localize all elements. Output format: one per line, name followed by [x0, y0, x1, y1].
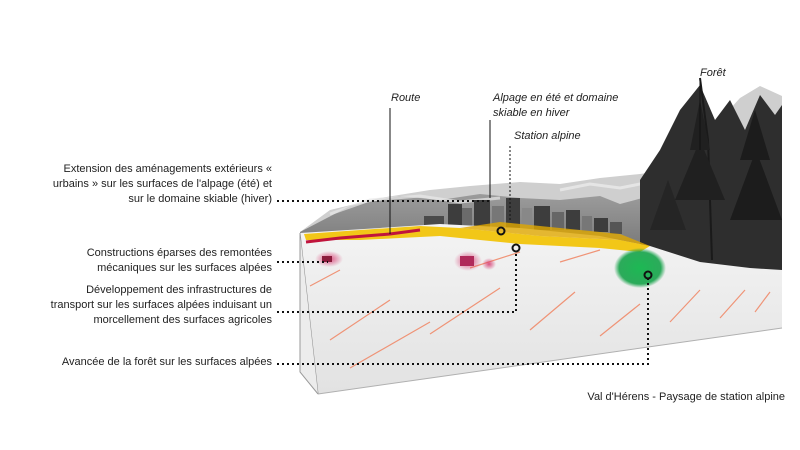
label-foret: Forêt	[700, 67, 726, 79]
leader-lines	[277, 200, 649, 365]
annotation-forest-advance: Avancée de la forêt sur les surfaces alp…	[61, 356, 272, 368]
urban-extension-top	[460, 222, 650, 246]
label-alpage: Alpage en été et domaine skiable en hive…	[493, 92, 619, 119]
label-route: Route	[391, 92, 421, 104]
figure-caption: Val d'Hérens - Paysage de station alpine	[587, 391, 785, 403]
marker-circles	[496, 226, 653, 280]
annotation-lift-constructions: Constructions éparses des remontées méca…	[86, 247, 272, 274]
annotation-transport-infrastructure: Développement des infrastructures de tra…	[50, 284, 272, 326]
forest-advance-patch	[614, 248, 666, 288]
annotation-urban-extension: Extension des aménagements extérieurs « …	[52, 163, 272, 205]
label-pointers	[389, 82, 701, 234]
forest	[640, 77, 782, 272]
label-station: Station alpine	[514, 130, 581, 142]
road-line	[305, 228, 421, 244]
transport-lines	[309, 249, 771, 369]
